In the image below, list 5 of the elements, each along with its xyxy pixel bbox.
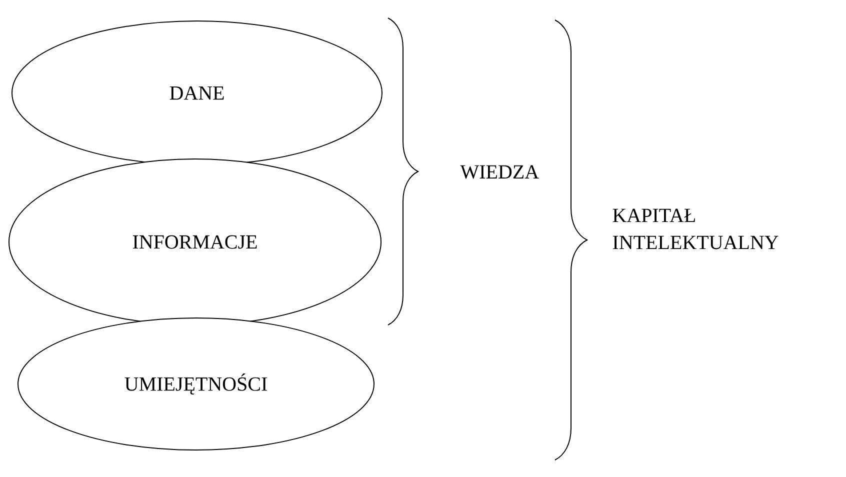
ellipse-node: DANE: [12, 20, 382, 166]
brace-label: KAPITAŁ INTELEKTUALNY: [612, 208, 778, 250]
ellipse-node: UMIEJĘTNOŚCI: [18, 318, 374, 450]
brace-label: WIEDZA: [460, 165, 539, 179]
ellipse-node: INFORMACJE: [8, 158, 382, 326]
